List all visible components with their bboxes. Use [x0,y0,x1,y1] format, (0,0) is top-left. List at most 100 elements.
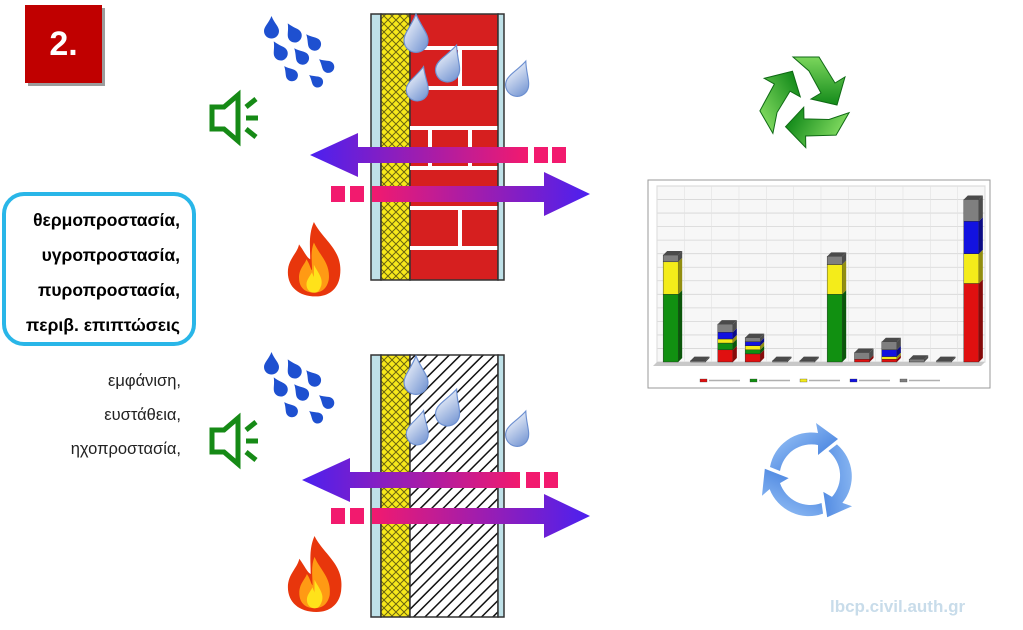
chart-bar-side [760,341,765,350]
chart-bar-segment [854,352,870,360]
extra-stability: ευστάθεια, [104,406,181,424]
chart-bar-segment [881,349,898,357]
chart-bar-segment [717,349,734,363]
chart-bar-top [772,356,792,361]
chart-bar-side [978,217,983,254]
chart-bar-segment [963,253,980,284]
chart-bar-side [951,356,956,362]
chart-bar-top [663,251,683,256]
heat-arrow-left-top [310,133,566,177]
chart-bar-top [963,195,983,200]
chart-bar-top [690,356,710,361]
chart-bar-top [717,320,737,325]
chart-bar-side [869,348,874,360]
chart-legend-swatch [749,378,758,383]
fire-icon [287,222,341,297]
chart-bar-segment [717,342,734,351]
chart-bar-side [678,251,683,262]
chart-bar-side [896,352,901,360]
chart-bar-segment [662,294,679,363]
chart-bar-side [705,356,710,362]
chart-bar-top [827,252,847,257]
recycle-icon [759,56,851,149]
slide-number-badge: 2. [25,5,102,83]
chart [647,179,991,389]
chart-bar-side [678,290,683,362]
chart-bar-side [896,337,901,350]
chart-bar-top [881,337,901,342]
chart-bar-segment [963,199,980,222]
chart-bar-side [842,260,847,295]
chart-bar-top [799,356,819,361]
chart-grid [653,185,986,366]
chart-bar-side [732,334,737,344]
chart-bar-top [854,348,874,353]
chart-bar-side [896,355,901,362]
chart-bar-segment [744,341,761,346]
chart-floor [653,362,985,366]
speaker-icon [212,95,258,141]
chart-bar-segment [772,360,788,363]
chart-bar-segment [690,360,706,363]
chart-legend-swatch [699,378,708,383]
chart-bar-segment [826,294,843,363]
topics-box: θερμοπροστασία, υγροπροστασία, πυροπροστ… [2,192,196,346]
chart-bar-side [678,257,683,295]
chart-bar-side [978,279,983,362]
chart-bar-side [924,355,929,362]
chart-bar-side [869,355,874,362]
water-drops-icon [264,352,337,426]
heat-arrow-left-bottom [302,458,558,502]
chart-legend [699,378,940,383]
chart-bar-segment [826,256,843,265]
chart-legend-swatch [849,378,858,383]
chart-bar-side [896,345,901,357]
chart-bar-side [814,356,819,362]
footer-url: lbcp.civil.auth.gr [830,597,966,616]
fire-icon [287,536,342,612]
chart-bar-side [732,320,737,333]
chart-bar-top [909,355,929,360]
chart-bar-segment [662,261,679,295]
chart-bar-side [842,290,847,362]
chart-bar-segment [963,283,980,363]
chart-bar-segment [744,337,761,342]
extra-appearance: εμφάνιση, [108,372,181,390]
chart-bar-segment [717,323,734,333]
cycle-arrows-icon [761,423,853,518]
heat-arrow-right-bottom [331,494,590,538]
heat-arrow-right-top [331,172,590,216]
chart-bar-segment [854,359,870,363]
extra-acoustics: ηχοπροστασία, [70,440,181,458]
chart-bars [662,195,983,363]
chart-bar-segment [662,254,679,263]
slide-number: 2. [49,24,78,63]
chart-bar-side [760,337,765,346]
water-drops-icon [264,16,337,90]
topic-environment: περιβ. επιπτώσεις [25,315,180,335]
chart-bar-side [787,356,792,362]
chart-bar-segment [881,359,898,363]
chart-bar-side [978,249,983,284]
chart-bar-side [732,345,737,362]
chart-bar-top [936,356,956,361]
chart-bar-segment [936,360,952,363]
topic-fire: πυροπροστασία, [37,280,180,300]
topic-moisture: υγροπροστασία, [41,245,180,265]
chart-bar-segment [744,353,761,363]
chart-bar-side [760,333,765,342]
chart-bar-side [732,328,737,339]
chart-bar-segment [799,360,816,363]
chart-bar-segment [881,341,898,351]
chart-bar-side [978,195,983,222]
chart-bar-segment [908,359,925,363]
chart-bar-side [760,349,765,362]
chart-bar-side [732,339,737,350]
chart-bar-side [842,252,847,265]
chart-bar-segment [744,349,761,355]
chart-legend-swatch [799,378,808,383]
chart-bar-segment [744,345,761,351]
chart-bar-top [745,333,765,338]
speaker-icon [212,418,258,464]
